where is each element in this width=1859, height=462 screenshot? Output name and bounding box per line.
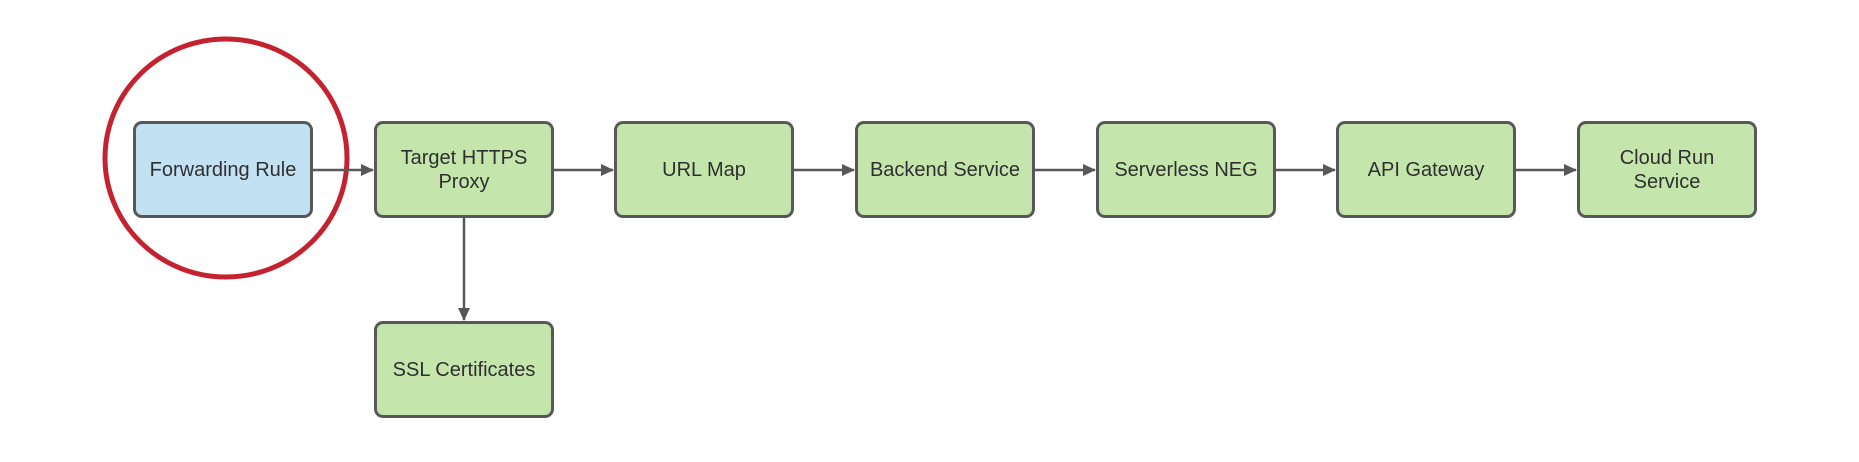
node-label: SSL Certificates xyxy=(392,358,536,381)
node-cloud-run-service: Cloud Run Service xyxy=(1577,121,1757,218)
node-label: Backend Service xyxy=(869,158,1021,181)
node-label: Target HTTPS Proxy xyxy=(400,146,528,193)
node-serverless-neg: Serverless NEG xyxy=(1096,121,1276,218)
node-label: API Gateway xyxy=(1367,158,1485,181)
node-url-map: URL Map xyxy=(614,121,794,218)
node-ssl-certificates: SSL Certificates xyxy=(374,321,554,418)
node-api-gateway: API Gateway xyxy=(1336,121,1516,218)
highlight-circle xyxy=(102,36,350,280)
node-label: URL Map xyxy=(662,158,746,181)
node-target-https-proxy: Target HTTPS Proxy xyxy=(374,121,554,218)
node-label: Serverless NEG xyxy=(1114,158,1258,181)
node-backend-service: Backend Service xyxy=(855,121,1035,218)
node-label: Cloud Run Service xyxy=(1619,146,1715,193)
node-label: Forwarding Rule xyxy=(149,158,297,181)
node-forwarding-rule: Forwarding Rule xyxy=(133,121,313,218)
